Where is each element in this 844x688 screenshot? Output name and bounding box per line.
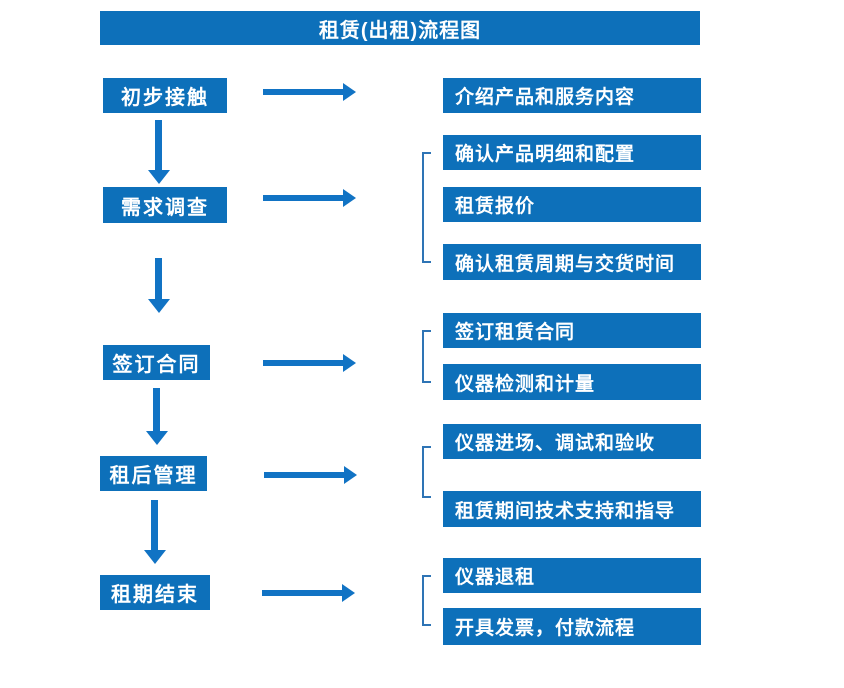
arrow-right-4-stem — [264, 472, 344, 478]
arrow-down-4-head — [144, 550, 166, 564]
detail-box-confirm-product-config: 确认产品明细和配置 — [443, 135, 701, 170]
detail-box-intro-product-service: 介绍产品和服务内容 — [443, 78, 701, 113]
detail-box-sign-rental-contract: 签订租赁合同 — [443, 313, 701, 348]
detail-box-tech-support: 租赁期间技术支持和指导 — [443, 491, 701, 527]
arrow-right-2-head — [343, 189, 356, 207]
detail-box-instrument-setup: 仪器进场、调试和验收 — [443, 424, 701, 459]
bracket-group-2 — [422, 152, 431, 263]
arrow-down-4-stem — [151, 500, 158, 550]
detail-box-instrument-inspection: 仪器检测和计量 — [443, 364, 701, 400]
bracket-group-3 — [422, 330, 431, 383]
arrow-right-5-head — [342, 584, 355, 602]
arrow-right-1-head — [343, 83, 356, 101]
arrow-down-2-stem — [155, 258, 162, 299]
detail-box-confirm-period-delivery: 确认租赁周期与交货时间 — [443, 244, 701, 280]
step-box-demand-survey: 需求调查 — [103, 187, 227, 223]
step-box-sign-contract: 签订合同 — [103, 345, 210, 380]
detail-box-invoice-payment: 开具发票，付款流程 — [443, 608, 701, 645]
arrow-down-3-head — [146, 431, 168, 445]
arrow-right-3-head — [343, 354, 356, 372]
arrow-right-3-stem — [263, 360, 343, 366]
flowchart-title: 租赁(出租)流程图 — [100, 11, 700, 45]
bracket-group-5 — [422, 575, 431, 626]
arrow-right-4-head — [344, 466, 357, 484]
step-box-post-rental: 租后管理 — [100, 456, 207, 491]
arrow-right-2-stem — [263, 195, 343, 201]
step-box-rental-end: 租期结束 — [100, 575, 210, 610]
arrow-down-1-head — [148, 170, 170, 184]
detail-box-rental-quote: 租赁报价 — [443, 187, 701, 222]
arrow-down-3-stem — [153, 388, 160, 431]
step-box-initial-contact: 初步接触 — [103, 78, 227, 113]
bracket-group-4 — [422, 446, 431, 498]
detail-box-instrument-return: 仪器退租 — [443, 558, 701, 593]
arrow-down-2-head — [148, 299, 170, 313]
arrow-right-1-stem — [263, 89, 343, 95]
arrow-right-5-stem — [262, 590, 342, 596]
arrow-down-1-stem — [155, 120, 162, 170]
